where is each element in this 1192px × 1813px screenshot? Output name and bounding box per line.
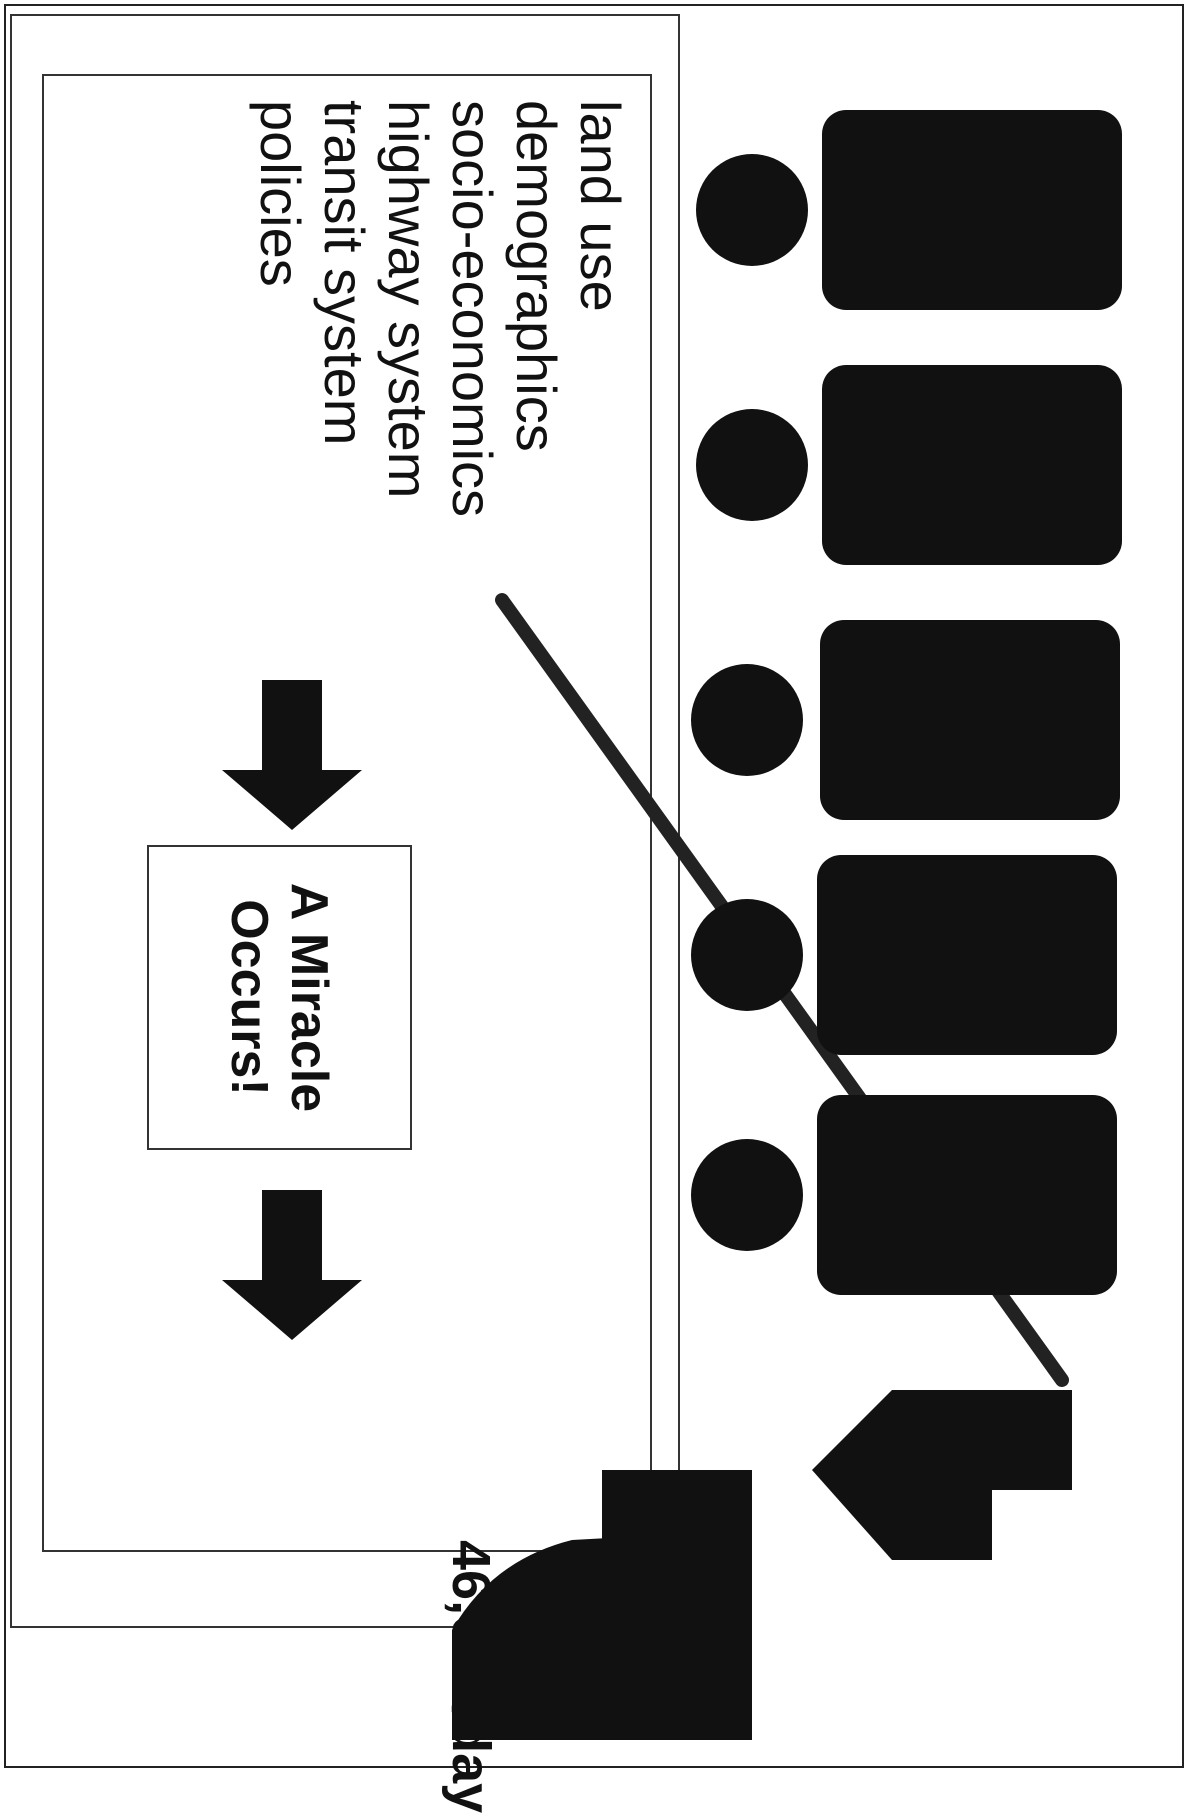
page-border <box>4 4 1184 1768</box>
audience-member-icon <box>696 110 1122 310</box>
presenter-figure-icon <box>452 1390 1072 1740</box>
arrow-icon <box>222 1190 362 1340</box>
figures-layer <box>452 593 1072 1740</box>
audience-group <box>691 110 1122 1295</box>
arrow-icon <box>222 680 362 830</box>
audience-member-icon <box>696 365 1122 565</box>
audience-member-icon <box>691 1095 1117 1295</box>
cartoon-scene: land use demographics socio-economics hi… <box>10 14 1122 1813</box>
audience-member-icon <box>691 620 1120 820</box>
audience-member-icon <box>691 855 1117 1055</box>
